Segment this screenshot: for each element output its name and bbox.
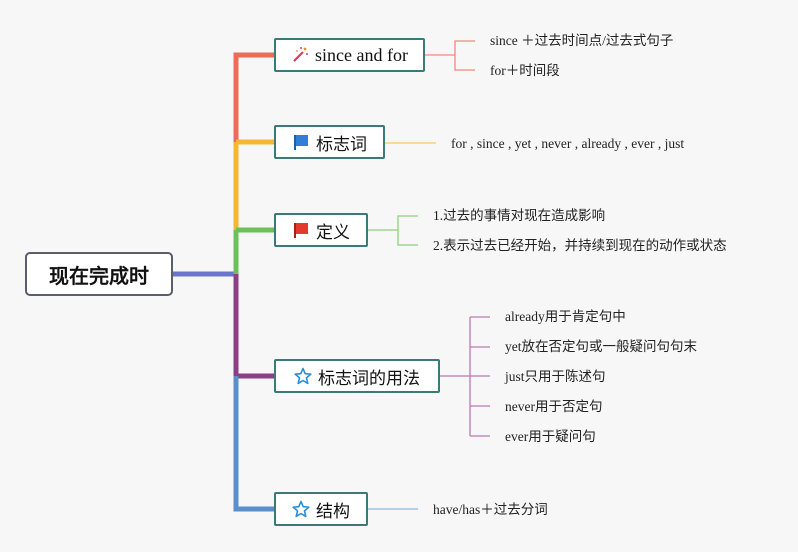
leaf-signal-word-list: for , since , yet , never , already , ev…: [451, 136, 685, 151]
definition-subconnector: [368, 215, 418, 246]
star-icon: [292, 500, 310, 518]
topic-definition[interactable]: 定义: [274, 213, 368, 247]
branch-structure: [233, 376, 274, 512]
topic-signal-words[interactable]: 标志词: [274, 125, 385, 159]
branch-usage: [233, 274, 274, 379]
leaf-structure-formula: have/has＋过去分词: [433, 502, 548, 517]
topic-since-and-for-label: since and for: [315, 44, 408, 65]
usage-subconnector: [440, 316, 490, 437]
topic-since-and-for[interactable]: since and for: [274, 38, 425, 72]
leaf-definition-2: 2.表示过去已经开始，并持续到现在的动作或状态: [433, 238, 727, 253]
red-flag-icon: [292, 221, 310, 239]
topic-structure-label: 结构: [316, 501, 350, 522]
leaf-usage-never: never用于否定句: [505, 399, 603, 414]
blue-flag-icon: [292, 133, 310, 151]
root-label: 现在完成时: [49, 263, 149, 288]
leaf-usage-yet: yet放在否定句或一般疑问句句末: [505, 339, 697, 354]
topic-structure[interactable]: 结构: [274, 492, 368, 526]
topic-signal-words-label: 标志词: [316, 134, 367, 155]
leaf-for-rule: for＋时间段: [490, 63, 560, 78]
since-for-subconnector: [425, 40, 475, 71]
topic-signal-word-usage[interactable]: 标志词的用法: [274, 359, 440, 393]
star-icon: [294, 367, 312, 385]
topic-signal-word-usage-label: 标志词的用法: [318, 368, 420, 389]
leaf-usage-already: already用于肯定句中: [505, 309, 626, 324]
wand-icon: [291, 46, 309, 64]
leaf-since-rule: since ＋过去时间点/过去式句子: [490, 33, 674, 48]
root-node[interactable]: 现在完成时: [25, 252, 173, 296]
leaf-usage-ever: ever用于疑问句: [505, 429, 596, 444]
topic-definition-label: 定义: [316, 222, 350, 243]
leaf-usage-just: just只用于陈述句: [505, 369, 606, 384]
leaf-definition-1: 1.过去的事情对现在造成影响: [433, 208, 606, 223]
trunk-since-for: [233, 52, 274, 142]
